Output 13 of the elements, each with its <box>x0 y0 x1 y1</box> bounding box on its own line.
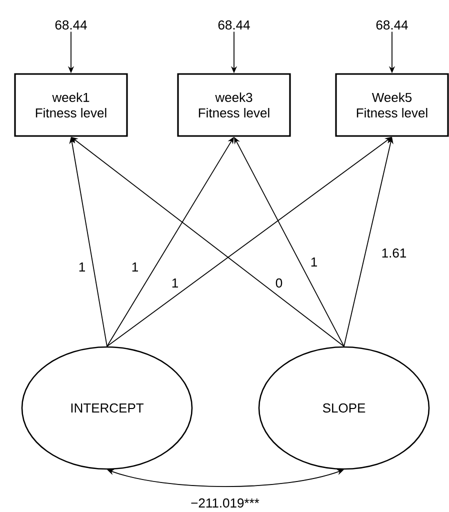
edge-label: 1 <box>130 261 140 273</box>
variable-box: week1 Fitness level <box>14 73 128 137</box>
edge-label: 0 <box>274 276 284 290</box>
value-text: 68.44 <box>376 20 408 30</box>
edge-label: −211.019*** <box>189 496 261 510</box>
edge-label: 1 <box>76 261 88 273</box>
value-text: 68.44 <box>55 20 87 30</box>
variable-box: Week5 Fitness level <box>335 73 449 137</box>
edge-label: 1 <box>308 256 320 268</box>
variable-box: week3 Fitness level <box>177 73 291 137</box>
value-text: 68.44 <box>218 20 250 30</box>
edge-label: 1.61 <box>380 246 408 260</box>
edge-label: 1 <box>170 277 180 289</box>
